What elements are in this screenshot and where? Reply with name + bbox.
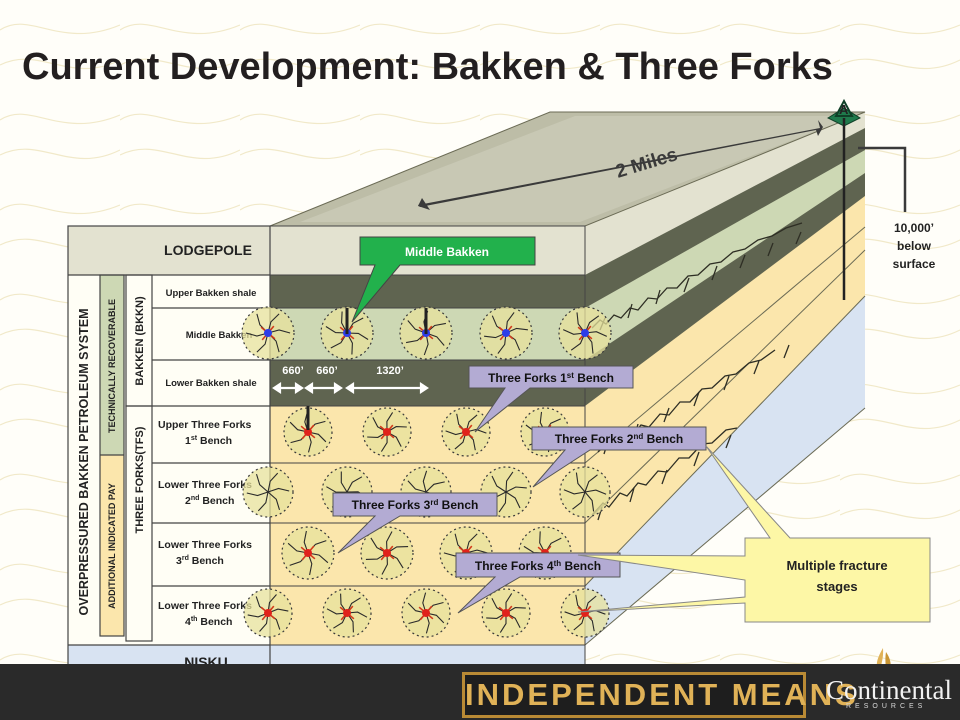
- layer-tf3-line1: Lower Three Forks: [158, 539, 252, 551]
- layer-tf2-line1: Lower Three Forks: [158, 479, 252, 491]
- spacing-b: 660’: [316, 365, 337, 377]
- callout-tf3-label: Three Forks 3rd Bench: [352, 498, 479, 512]
- layer-tf2-line2: 2nd Bench: [185, 495, 234, 507]
- page-title: Current Development: Bakken & Three Fork…: [22, 46, 833, 88]
- marker-letter: A: [839, 102, 849, 117]
- fracture-cluster: [560, 588, 610, 638]
- fracture-cluster: [241, 306, 295, 360]
- fracture-cluster: [362, 407, 412, 457]
- depth-note-line3: surface: [893, 257, 936, 271]
- layer-middle-bakken: Middle Bakken: [186, 330, 253, 341]
- callout-fracture-line2: stages: [816, 579, 857, 594]
- fracture-cluster: [481, 588, 531, 638]
- company-logo-sub: RESOURCES: [846, 703, 927, 710]
- fracture-cluster: [242, 466, 294, 518]
- block-side-faces: [584, 112, 866, 646]
- label-column: [67, 225, 271, 694]
- callout-tf1-label: Three Forks 1st Bench: [488, 371, 614, 385]
- callout-fracture-line1: Multiple fracture: [786, 558, 887, 573]
- callout-tf3: Three Forks 3rd Bench: [332, 492, 498, 554]
- surface-marker: [826, 98, 862, 300]
- block-top-face-inner: [300, 116, 855, 222]
- fracture-cluster: [441, 407, 491, 457]
- fracture-cluster: [479, 306, 533, 360]
- fracture-cluster: [322, 588, 372, 638]
- layer-tf1-line2: 1st Bench: [185, 435, 232, 447]
- fracture-cluster: [283, 407, 333, 457]
- well-laterals: [306, 308, 428, 430]
- side-label-three-forks: THREE FORKS(TFS): [134, 426, 146, 533]
- spacing-a: 660’: [282, 365, 303, 377]
- side-label-technically: TECHNICALLY RECOVERABLE: [107, 299, 117, 433]
- company-logo-text: Continental: [826, 675, 952, 705]
- spacing-arrows: [272, 381, 429, 395]
- callout-middle-bakken: Middle Bakken: [351, 236, 536, 323]
- side-label-system: OVERPRESSURED BAKKEN PETROLEUM SYSTEM: [77, 309, 91, 616]
- side-label-additional: ADDITIONAL INDICATED PAY: [107, 483, 117, 609]
- layer-tf4-line1: Lower Three Forks: [158, 600, 252, 612]
- layer-upper-bakken: Upper Bakken shale: [166, 288, 257, 299]
- fracture-cluster: [401, 588, 451, 638]
- callout-tf4-label: Three Forks 4th Bench: [475, 559, 601, 573]
- depth-note-line1: 10,000’: [894, 221, 934, 235]
- layer-tf3-line2: 3rd Bench: [176, 555, 224, 567]
- side-label-bakken: BAKKEN (BKKN): [134, 296, 146, 386]
- fracture-cluster: [558, 306, 612, 360]
- layer-lower-bakken: Lower Bakken shale: [165, 378, 256, 389]
- depth-note-line2: below: [897, 239, 932, 253]
- fracture-cluster: [243, 588, 293, 638]
- layer-lodgepole: LODGEPOLE: [164, 242, 252, 258]
- layer-tf4-line2: 4th Bench: [185, 616, 232, 628]
- callout-tf2-label: Three Forks 2nd Bench: [555, 432, 684, 446]
- callout-tf1: Three Forks 1st Bench: [468, 365, 634, 433]
- fracture-cluster: [360, 526, 414, 580]
- callout-tf4: Three Forks 4th Bench: [455, 552, 621, 614]
- spacing-c: 1320’: [376, 365, 404, 377]
- depth-bracket: [858, 146, 907, 212]
- fracture-cluster: [559, 466, 611, 518]
- callout-tf2: Three Forks 2nd Bench: [531, 426, 707, 488]
- callout-fracture-stages: Multiple fracture stages: [577, 445, 931, 623]
- callout-middle-bakken-label: Middle Bakken: [405, 245, 489, 259]
- distance-arrow: [418, 120, 823, 210]
- slogan-banner: INDEPENDENT MEANS: [462, 672, 856, 718]
- layer-tf1-line1: Upper Three Forks: [158, 419, 252, 431]
- fracture-cluster: [281, 526, 335, 580]
